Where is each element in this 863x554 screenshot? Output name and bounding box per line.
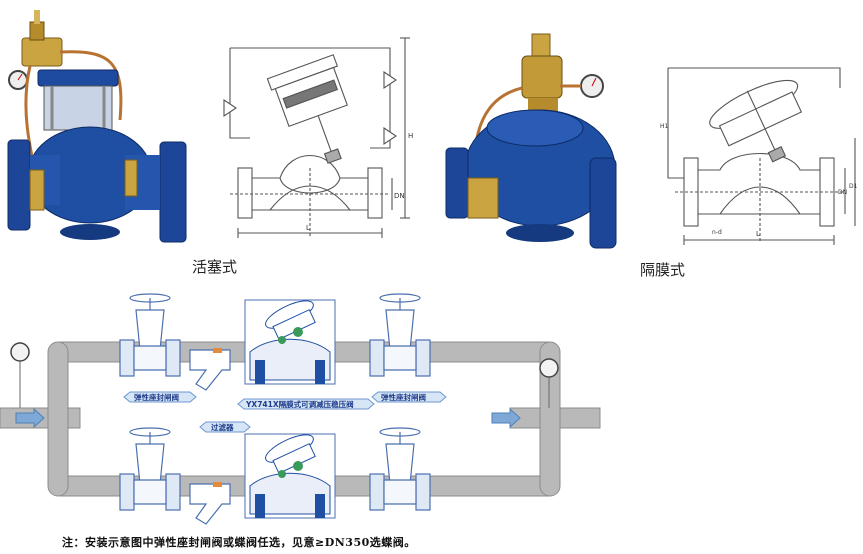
piston-valve-drawing: L H DN <box>223 37 413 238</box>
label-gate-valve-right: 弹性座封闸阀 <box>381 393 426 402</box>
dim-label-h1: H1 <box>660 123 669 130</box>
diaphragm-valve-photo <box>445 33 617 249</box>
installation-note: 注：安装示意图中弹性座封闸阀或蝶阀任选，见意≥DN350选蝶阀。 <box>62 536 416 549</box>
label-filter: 过滤器 <box>211 423 234 432</box>
caption-diaphragm-type: 隔膜式 <box>640 261 686 279</box>
dim-label-dn: DN <box>394 192 405 200</box>
dim-label-d1: D1 <box>849 183 858 190</box>
installation-diagram <box>0 293 601 525</box>
dim-label-l: L <box>306 224 310 232</box>
piston-valve-photo <box>7 10 187 243</box>
dim-label-nd: n-d <box>712 229 722 236</box>
dim-label-h: H <box>408 132 413 140</box>
dim-label-l2: L <box>756 230 760 238</box>
diaphragm-valve-drawing: L DN D1 H1 n-d <box>660 67 858 245</box>
label-main-valve: YX741X隔膜式可调减压稳压阀 <box>246 400 354 409</box>
caption-piston-type: 活塞式 <box>192 258 238 276</box>
dim-label-dn2: DN <box>838 189 847 196</box>
label-gate-valve-left: 弹性座封闸阀 <box>134 393 179 402</box>
